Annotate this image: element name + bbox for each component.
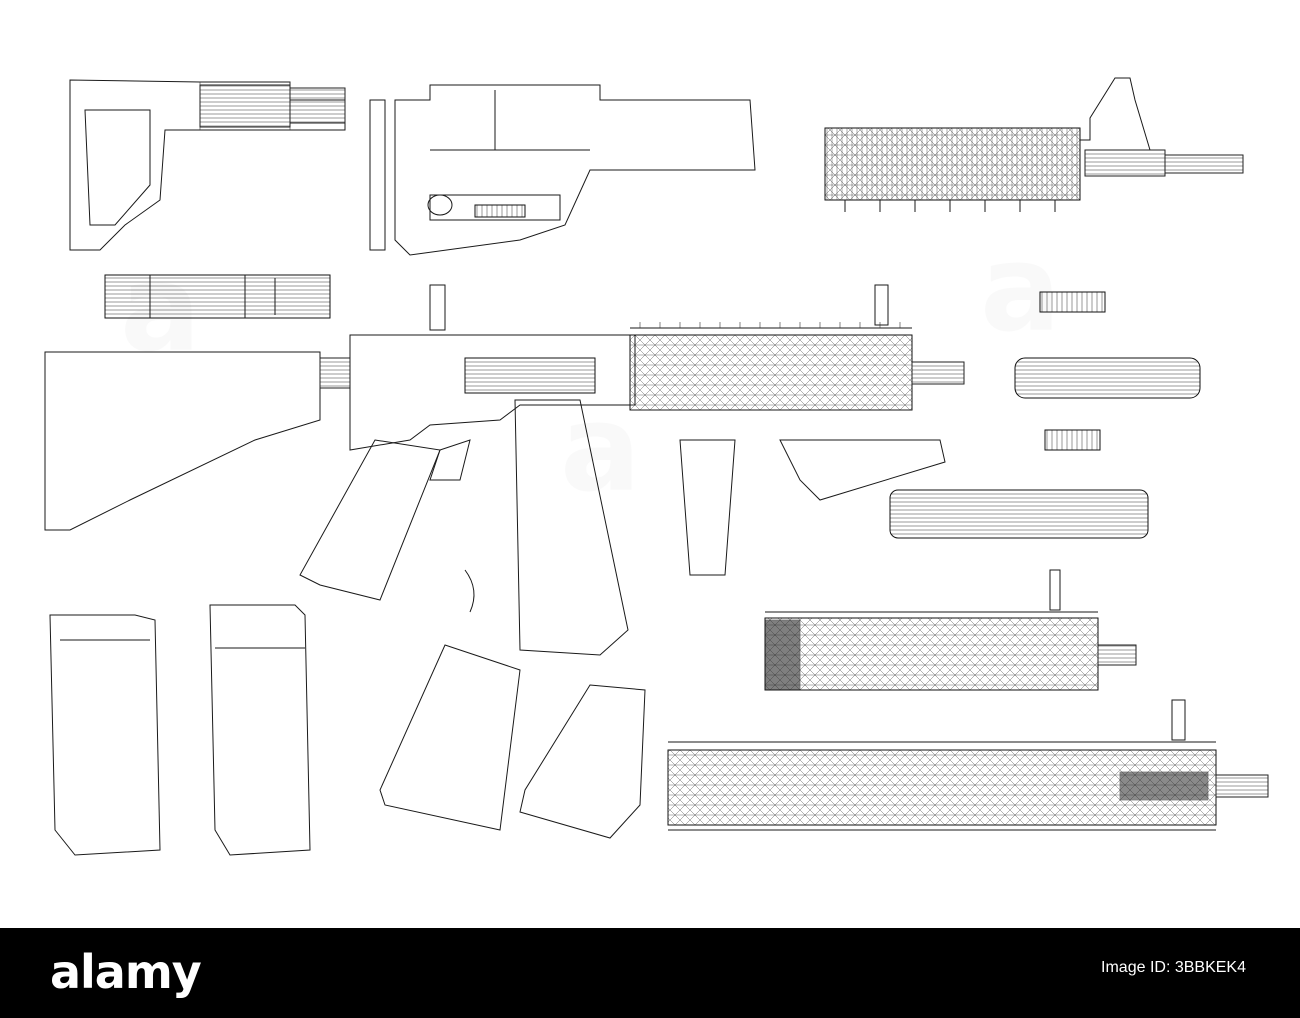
- image-id-text: Image ID: 3BBKEK4: [1101, 959, 1246, 976]
- wireframe-illustration: a a a: [44, 77, 1269, 856]
- precision-stock: [369, 84, 756, 256]
- handguard-long: [667, 699, 1269, 831]
- magazine-left: [49, 614, 161, 856]
- alamy-logo[interactable]: alamy: [50, 945, 202, 999]
- pistol-grip-b: [519, 684, 646, 839]
- handguard-short: [764, 569, 1137, 691]
- suppressor-short: [1014, 357, 1201, 399]
- carbine-upper-front: [824, 77, 1244, 212]
- magazine-right: [209, 604, 311, 856]
- angled-foregrip: [779, 439, 946, 501]
- parts-drawing: [44, 77, 1269, 856]
- trigger-spring: [464, 569, 475, 613]
- muzzle-brake: [1044, 429, 1101, 451]
- pistol-grip-stock: [69, 79, 346, 251]
- vertical-grip: [679, 439, 736, 576]
- image-id-label: Image ID: 3BBKEK4: [1101, 958, 1246, 978]
- assembled-rifle: [44, 284, 965, 656]
- suppressor-long: [889, 489, 1149, 539]
- footer-bar: alamy Image ID: 3BBKEK4: [0, 928, 1300, 1018]
- pistol-grip-a: [379, 644, 521, 831]
- flash-hider-small: [1039, 291, 1106, 313]
- buffer-tube: [104, 274, 331, 319]
